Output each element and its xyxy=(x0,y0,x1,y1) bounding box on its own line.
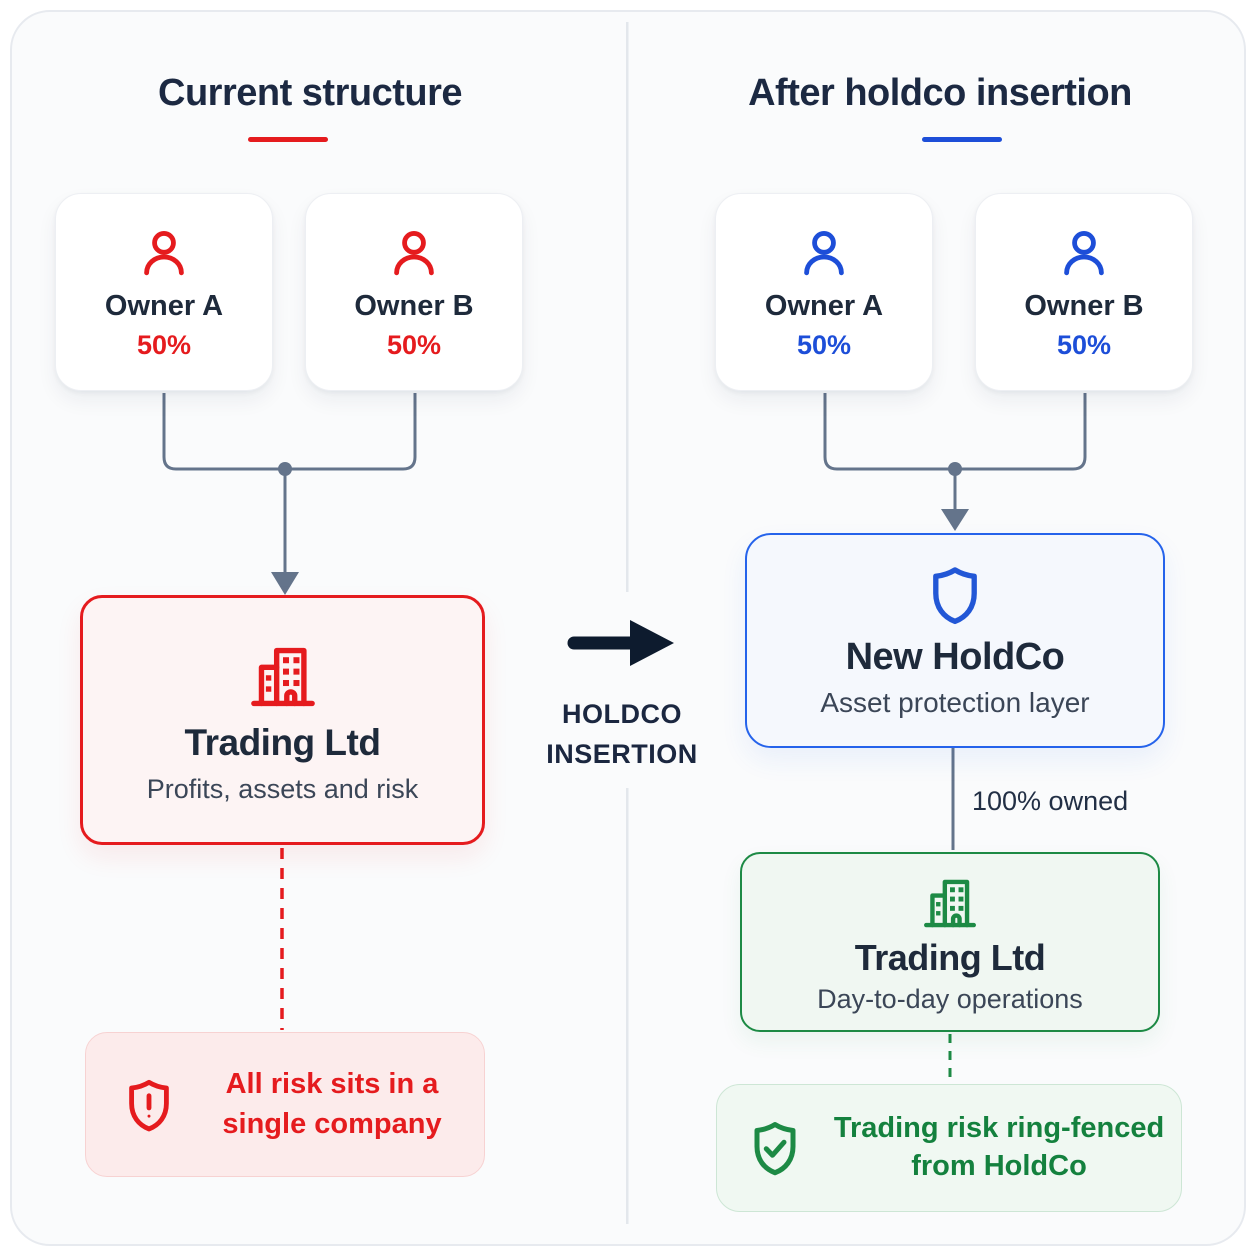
owner-label: Owner B xyxy=(354,290,474,322)
owner-b-card-current: Owner B 50% xyxy=(305,193,523,391)
ownership-label: 100% owned xyxy=(972,786,1129,816)
divider-line-top xyxy=(626,22,629,592)
company-name: Trading Ltd xyxy=(854,936,1046,978)
building-icon xyxy=(924,879,976,927)
left-owner-connectors xyxy=(162,393,417,578)
owner-a-card-after: Owner A 50% xyxy=(715,193,933,391)
building-icon xyxy=(250,647,315,706)
left-panel-title: Current structure xyxy=(158,72,463,114)
shield-icon xyxy=(933,567,977,625)
transition-label-line1: HOLDCO xyxy=(561,699,682,729)
trading-ltd-current-box: Trading Ltd Profits, assets and risk xyxy=(80,595,485,845)
right-panel-title: After holdco insertion xyxy=(748,72,1132,114)
risk-note-after: Trading risk ring-fenced from HoldCo xyxy=(716,1084,1182,1212)
owner-b-card-after: Owner B 50% xyxy=(975,193,1193,391)
left-junction-dot xyxy=(278,462,292,476)
shield-check-icon xyxy=(754,1122,796,1176)
new-holdco-box: New HoldCo Asset protection layer xyxy=(745,533,1165,748)
left-title-underline xyxy=(248,137,328,142)
owner-label: Owner A xyxy=(764,290,884,322)
right-title-underline xyxy=(922,137,1002,142)
divider-line-bottom xyxy=(626,788,629,1224)
owner-share: 50% xyxy=(1056,330,1112,360)
shield-alert-icon xyxy=(129,1079,169,1131)
risk-note-text: All risk sits in a single company xyxy=(222,1068,442,1140)
owner-share: 50% xyxy=(796,330,852,360)
risk-note-current: All risk sits in a single company xyxy=(85,1032,485,1177)
right-arrowhead-icon xyxy=(941,509,969,531)
owner-label: Owner A xyxy=(104,290,224,322)
risk-note-text: Trading risk ring-fenced from HoldCo xyxy=(833,1112,1165,1182)
person-icon xyxy=(394,231,434,276)
transition-label: HOLDCO INSERTION xyxy=(546,694,698,774)
company-subtitle: Profits, assets and risk xyxy=(146,773,419,804)
person-icon xyxy=(1064,231,1104,276)
holdco-subtitle: Asset protection layer xyxy=(820,687,1090,718)
company-subtitle: Day-to-day operations xyxy=(817,983,1083,1014)
right-junction-dot xyxy=(948,462,962,476)
person-icon xyxy=(144,231,184,276)
holdco-name: New HoldCo xyxy=(845,636,1065,678)
owner-share: 50% xyxy=(386,330,442,360)
company-name: Trading Ltd xyxy=(184,721,381,763)
right-owner-connectors xyxy=(823,393,1087,514)
owner-a-card-current: Owner A 50% xyxy=(55,193,273,391)
trading-ltd-after-box: Trading Ltd Day-to-day operations xyxy=(740,852,1160,1032)
transition-label-line2: INSERTION xyxy=(546,739,698,769)
arrow-right-icon xyxy=(567,620,674,666)
owner-label: Owner B xyxy=(1024,290,1144,322)
owner-share: 50% xyxy=(136,330,192,360)
left-arrowhead-icon xyxy=(271,572,299,595)
person-icon xyxy=(804,231,844,276)
